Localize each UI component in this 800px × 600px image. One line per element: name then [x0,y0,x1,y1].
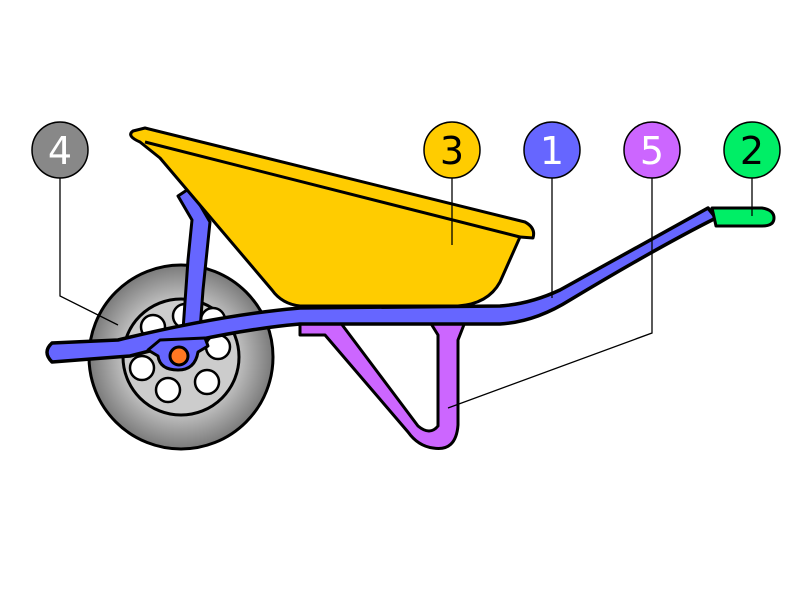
callout-circle [31,121,89,179]
leader-line-5 [447,178,653,409]
callout-number: 5 [640,129,664,173]
callout-3: 3 [423,121,481,179]
callout-circle [623,121,681,179]
callout-number: 2 [740,129,764,173]
wheel-hole [128,354,156,382]
leader-line-4 [59,178,119,326]
tray-rim-line [144,140,521,239]
callout-circle [423,121,481,179]
callout-circle [723,121,781,179]
callout-number: 4 [48,129,72,173]
callout-number: 1 [540,129,564,173]
callout-4: 4 [31,121,89,179]
callout-circle [523,121,581,179]
callout-2: 2 [723,121,781,179]
wheel-hole [154,376,182,404]
handle-grip [710,206,776,228]
callout-5: 5 [623,121,681,179]
callout-1: 1 [523,121,581,179]
hub-axle [168,345,190,367]
wheel-hole [193,368,221,396]
callout-number: 3 [440,129,464,173]
leg [298,320,467,451]
